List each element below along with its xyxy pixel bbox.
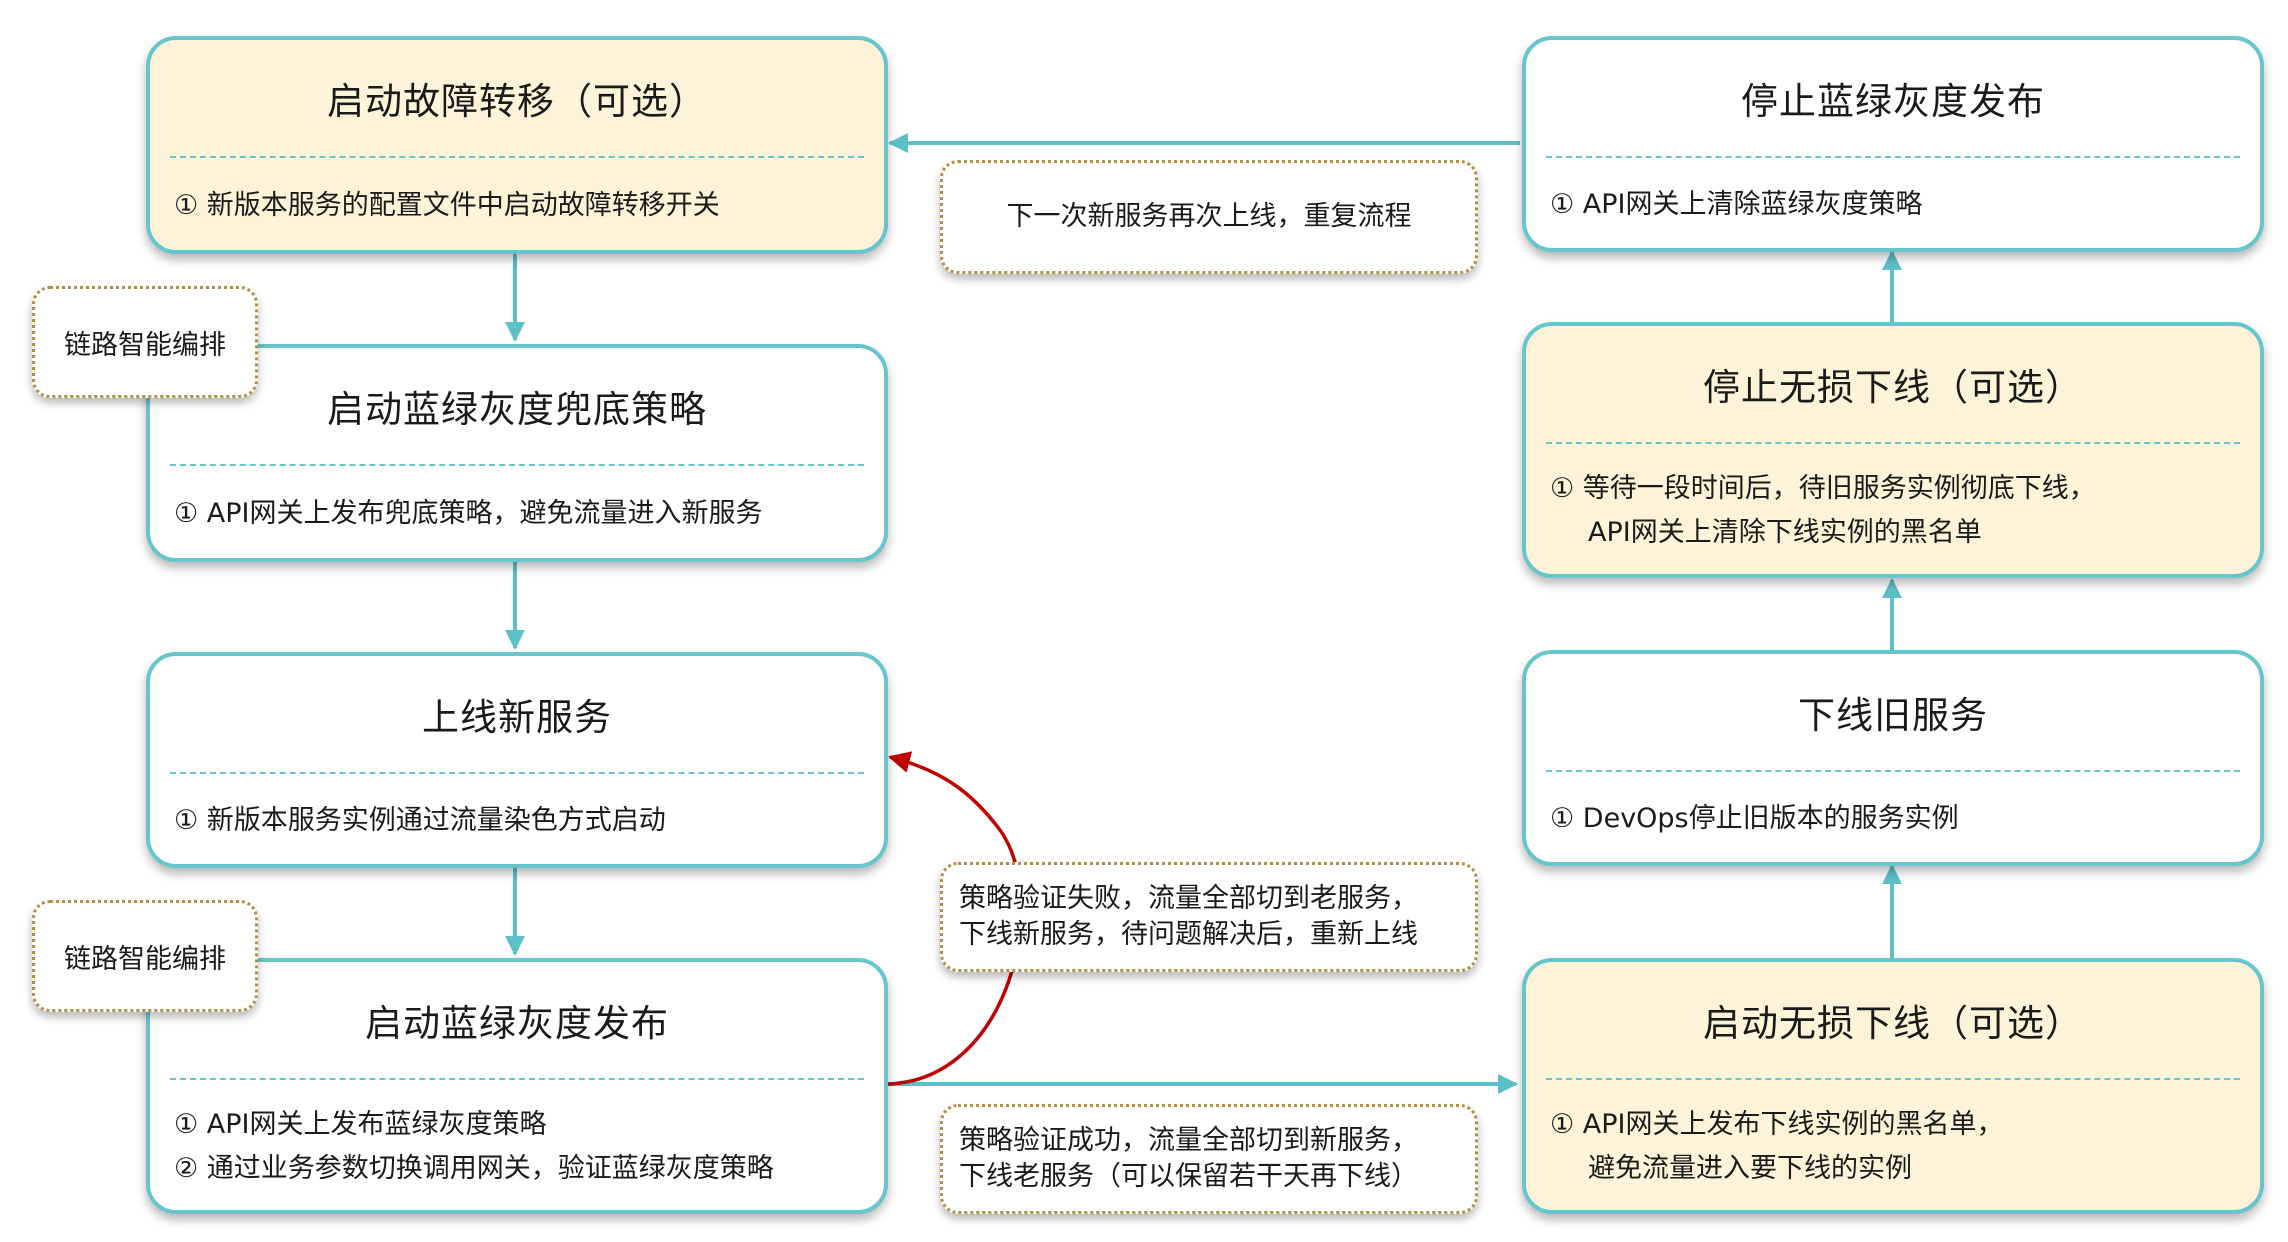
step-line: ② 通过业务参数切换调用网关，验证蓝绿灰度策略	[174, 1153, 774, 1184]
tag-orchestration-1: 链路智能编排	[32, 286, 258, 398]
step-line: API网关上清除下线实例的黑名单	[1588, 517, 1982, 548]
step-line: ① 新版本服务的配置文件中启动故障转移开关	[174, 190, 720, 221]
divider	[170, 772, 864, 774]
step-bg-release: 启动蓝绿灰度发布 ① API网关上发布蓝绿灰度策略 ② 通过业务参数切换调用网关…	[146, 958, 888, 1214]
step-line: ① 等待一段时间后，待旧服务实例彻底下线，	[1550, 473, 2096, 504]
step-title: 启动蓝绿灰度发布	[365, 1002, 669, 1045]
step-line: ① API网关上发布下线实例的黑名单，	[1550, 1109, 2004, 1140]
step-description: ① 等待一段时间后，待旧服务实例彻底下线， API网关上清除下线实例的黑名单	[1550, 458, 2242, 564]
note-repeat: 下一次新服务再次上线，重复流程	[940, 160, 1478, 274]
divider	[1546, 442, 2240, 444]
note-line: 策略验证成功，流量全部切到新服务，	[959, 1125, 1418, 1156]
step-title: 停止无损下线（可选）	[1703, 366, 2083, 409]
step-title: 下线旧服务	[1798, 694, 1988, 737]
step-title: 启动无损下线（可选）	[1703, 1002, 2083, 1045]
divider	[1546, 770, 2240, 772]
note-success: 策略验证成功，流量全部切到新服务， 下线老服务（可以保留若干天再下线）	[940, 1104, 1478, 1214]
step-line: ① API网关上清除蓝绿灰度策略	[1550, 189, 1923, 220]
step-title: 停止蓝绿灰度发布	[1741, 80, 2045, 123]
step-stop-graceful: 停止无损下线（可选） ① 等待一段时间后，待旧服务实例彻底下线， API网关上清…	[1522, 322, 2264, 578]
divider	[170, 464, 864, 466]
divider	[170, 1078, 864, 1080]
note-text: 下一次新服务再次上线，重复流程	[1006, 201, 1412, 232]
step-line: ① API网关上发布兜底策略，避免流量进入新服务	[174, 498, 763, 529]
step-line: 避免流量进入要下线的实例	[1588, 1153, 1912, 1184]
note-fail: 策略验证失败，流量全部切到老服务， 下线新服务，待问题解决后，重新上线	[940, 862, 1478, 972]
step-fallback: 启动蓝绿灰度兜底策略 ① API网关上发布兜底策略，避免流量进入新服务	[146, 344, 888, 562]
divider	[170, 156, 864, 158]
step-line: ① API网关上发布蓝绿灰度策略	[174, 1109, 547, 1140]
step-description: ① API网关上清除蓝绿灰度策略	[1550, 172, 2242, 238]
note-line: 下线新服务，待问题解决后，重新上线	[959, 919, 1418, 950]
step-title: 上线新服务	[422, 696, 612, 739]
step-offline-old: 下线旧服务 ① DevOps停止旧版本的服务实例	[1522, 650, 2264, 866]
step-start-graceful: 启动无损下线（可选） ① API网关上发布下线实例的黑名单， 避免流量进入要下线…	[1522, 958, 2264, 1214]
step-description: ① API网关上发布兜底策略，避免流量进入新服务	[174, 480, 866, 548]
step-title: 启动蓝绿灰度兜底策略	[327, 388, 707, 431]
tag-orchestration-2: 链路智能编排	[32, 900, 258, 1012]
step-description: ① API网关上发布蓝绿灰度策略 ② 通过业务参数切换调用网关，验证蓝绿灰度策略	[174, 1094, 866, 1200]
step-description: ① 新版本服务实例通过流量染色方式启动	[174, 788, 866, 854]
divider	[1546, 156, 2240, 158]
step-line: ① 新版本服务实例通过流量染色方式启动	[174, 805, 666, 836]
step-failover: 启动故障转移（可选） ① 新版本服务的配置文件中启动故障转移开关	[146, 36, 888, 254]
note-line: 策略验证失败，流量全部切到老服务，	[959, 883, 1418, 914]
divider	[1546, 1078, 2240, 1080]
note-line: 下线老服务（可以保留若干天再下线）	[959, 1161, 1418, 1192]
step-line: ① DevOps停止旧版本的服务实例	[1550, 803, 1959, 834]
step-description: ① DevOps停止旧版本的服务实例	[1550, 786, 2242, 852]
step-description: ① API网关上发布下线实例的黑名单， 避免流量进入要下线的实例	[1550, 1094, 2242, 1200]
step-deploy-new: 上线新服务 ① 新版本服务实例通过流量染色方式启动	[146, 652, 888, 868]
step-stop-bg: 停止蓝绿灰度发布 ① API网关上清除蓝绿灰度策略	[1522, 36, 2264, 252]
step-title: 启动故障转移（可选）	[327, 80, 707, 123]
step-description: ① 新版本服务的配置文件中启动故障转移开关	[174, 172, 866, 240]
